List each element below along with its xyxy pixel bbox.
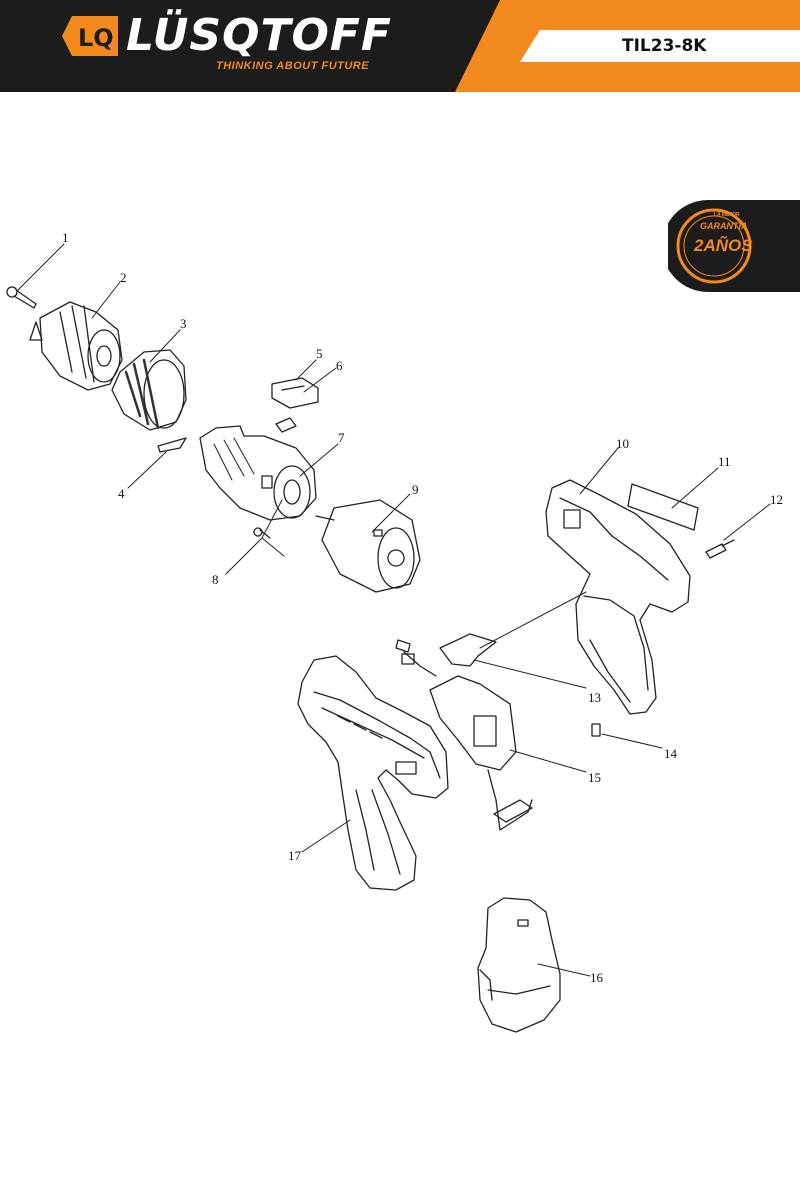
part-7-gearbox — [199, 425, 317, 521]
badge-shape — [662, 200, 800, 292]
callout-10: 10 — [616, 436, 629, 451]
logo-icon: LQ — [62, 16, 118, 56]
part-12-screw — [705, 539, 735, 559]
header-bar: LQ LÜSQTOFF THINKING ABOUT FUTURE TIL23-… — [0, 0, 800, 92]
callout-1: 1 — [62, 230, 69, 245]
callout-12: 12 — [770, 492, 783, 507]
callout-13: 13 — [588, 690, 601, 705]
brand-name: LÜSQTOFF — [126, 10, 392, 61]
part-17-housing-left — [297, 655, 449, 891]
callout-7: 7 — [338, 430, 345, 445]
header-orange-band — [455, 0, 800, 92]
part-4-spring — [157, 437, 187, 453]
callout-2: 2 — [120, 270, 127, 285]
callout-15: 15 — [588, 770, 601, 785]
model-code: TIL23-8K — [622, 36, 707, 56]
part-11-nameplate — [627, 483, 699, 531]
callout-9: 9 — [412, 482, 419, 497]
brand-tagline: THINKING ABOUT FUTURE — [216, 60, 370, 72]
part-15-switch — [429, 675, 533, 831]
logo-mark: LQ — [78, 24, 114, 52]
part-9-motor — [315, 499, 421, 593]
callout-8: 8 — [212, 572, 219, 587]
badge-line-2: GARANTÍA — [700, 221, 748, 231]
part-5-clip — [271, 377, 319, 409]
part-8-screw — [253, 527, 271, 539]
warranty-badge: LA MEJOR GARANTÍA 2AÑOS — [662, 200, 800, 292]
callout-14: 14 — [664, 746, 677, 761]
part-1-screw — [6, 286, 37, 309]
callout-5: 5 — [316, 346, 323, 361]
badge-line-1: LA MEJOR — [714, 212, 740, 218]
callout-17: 17 — [288, 848, 301, 863]
leader-lines — [17, 243, 771, 977]
callout-11: 11 — [718, 454, 731, 469]
callout-3: 3 — [180, 316, 187, 331]
part-2-chuck — [29, 301, 123, 391]
part-16-battery — [477, 897, 561, 1033]
part-3-clutch-ring — [111, 349, 187, 431]
callout-4: 4 — [118, 486, 125, 501]
badge-line-3: 2AÑOS — [694, 236, 753, 255]
part-6-pin — [275, 417, 297, 433]
callout-6: 6 — [336, 358, 343, 373]
callout-16: 16 — [590, 970, 603, 985]
part-14-clip — [591, 723, 601, 737]
part-13-switch-lever — [395, 633, 497, 677]
part-10-housing-right — [545, 479, 691, 715]
